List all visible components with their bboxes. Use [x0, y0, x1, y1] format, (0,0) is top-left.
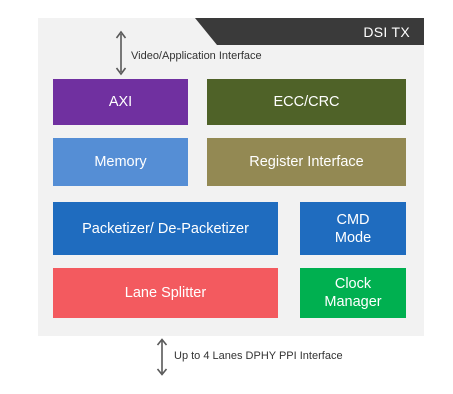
top-interface-arrow-icon	[115, 30, 127, 76]
top-interface-label: Video/Application Interface	[131, 50, 262, 62]
register-interface-label: Register Interface	[249, 154, 364, 170]
ecc-crc-label: ECC/CRC	[273, 94, 340, 110]
lane-splitter-block: Lane Splitter	[53, 268, 278, 318]
cmd-mode-label-line1: CMD	[336, 211, 370, 228]
memory-label: Memory	[94, 154, 147, 170]
axi-label: AXI	[108, 94, 133, 110]
diagram-title: DSI TX	[363, 23, 410, 40]
packetizer-block: Packetizer/ De-Packetizer	[53, 202, 278, 255]
packetizer-label: Packetizer/ De-Packetizer	[82, 220, 249, 237]
clock-manager-label-line1: Clock	[334, 276, 372, 292]
cmd-mode-block: CMD Mode	[300, 202, 406, 255]
memory-block: Memory	[53, 138, 188, 186]
bottom-interface-arrow-icon	[156, 338, 168, 376]
dsi-tx-tab: DSI TX	[195, 18, 424, 45]
bottom-interface-label: Up to 4 Lanes DPHY PPI Interface	[174, 350, 343, 362]
ecc-crc-block: ECC/CRC	[207, 79, 406, 125]
cmd-mode-label-line2: Mode	[334, 229, 372, 246]
axi-block: AXI	[53, 79, 188, 125]
register-interface-block: Register Interface	[207, 138, 406, 186]
clock-manager-block: Clock Manager	[300, 268, 406, 318]
lane-splitter-label: Lane Splitter	[124, 285, 207, 301]
clock-manager-label-line2: Manager	[324, 294, 382, 310]
